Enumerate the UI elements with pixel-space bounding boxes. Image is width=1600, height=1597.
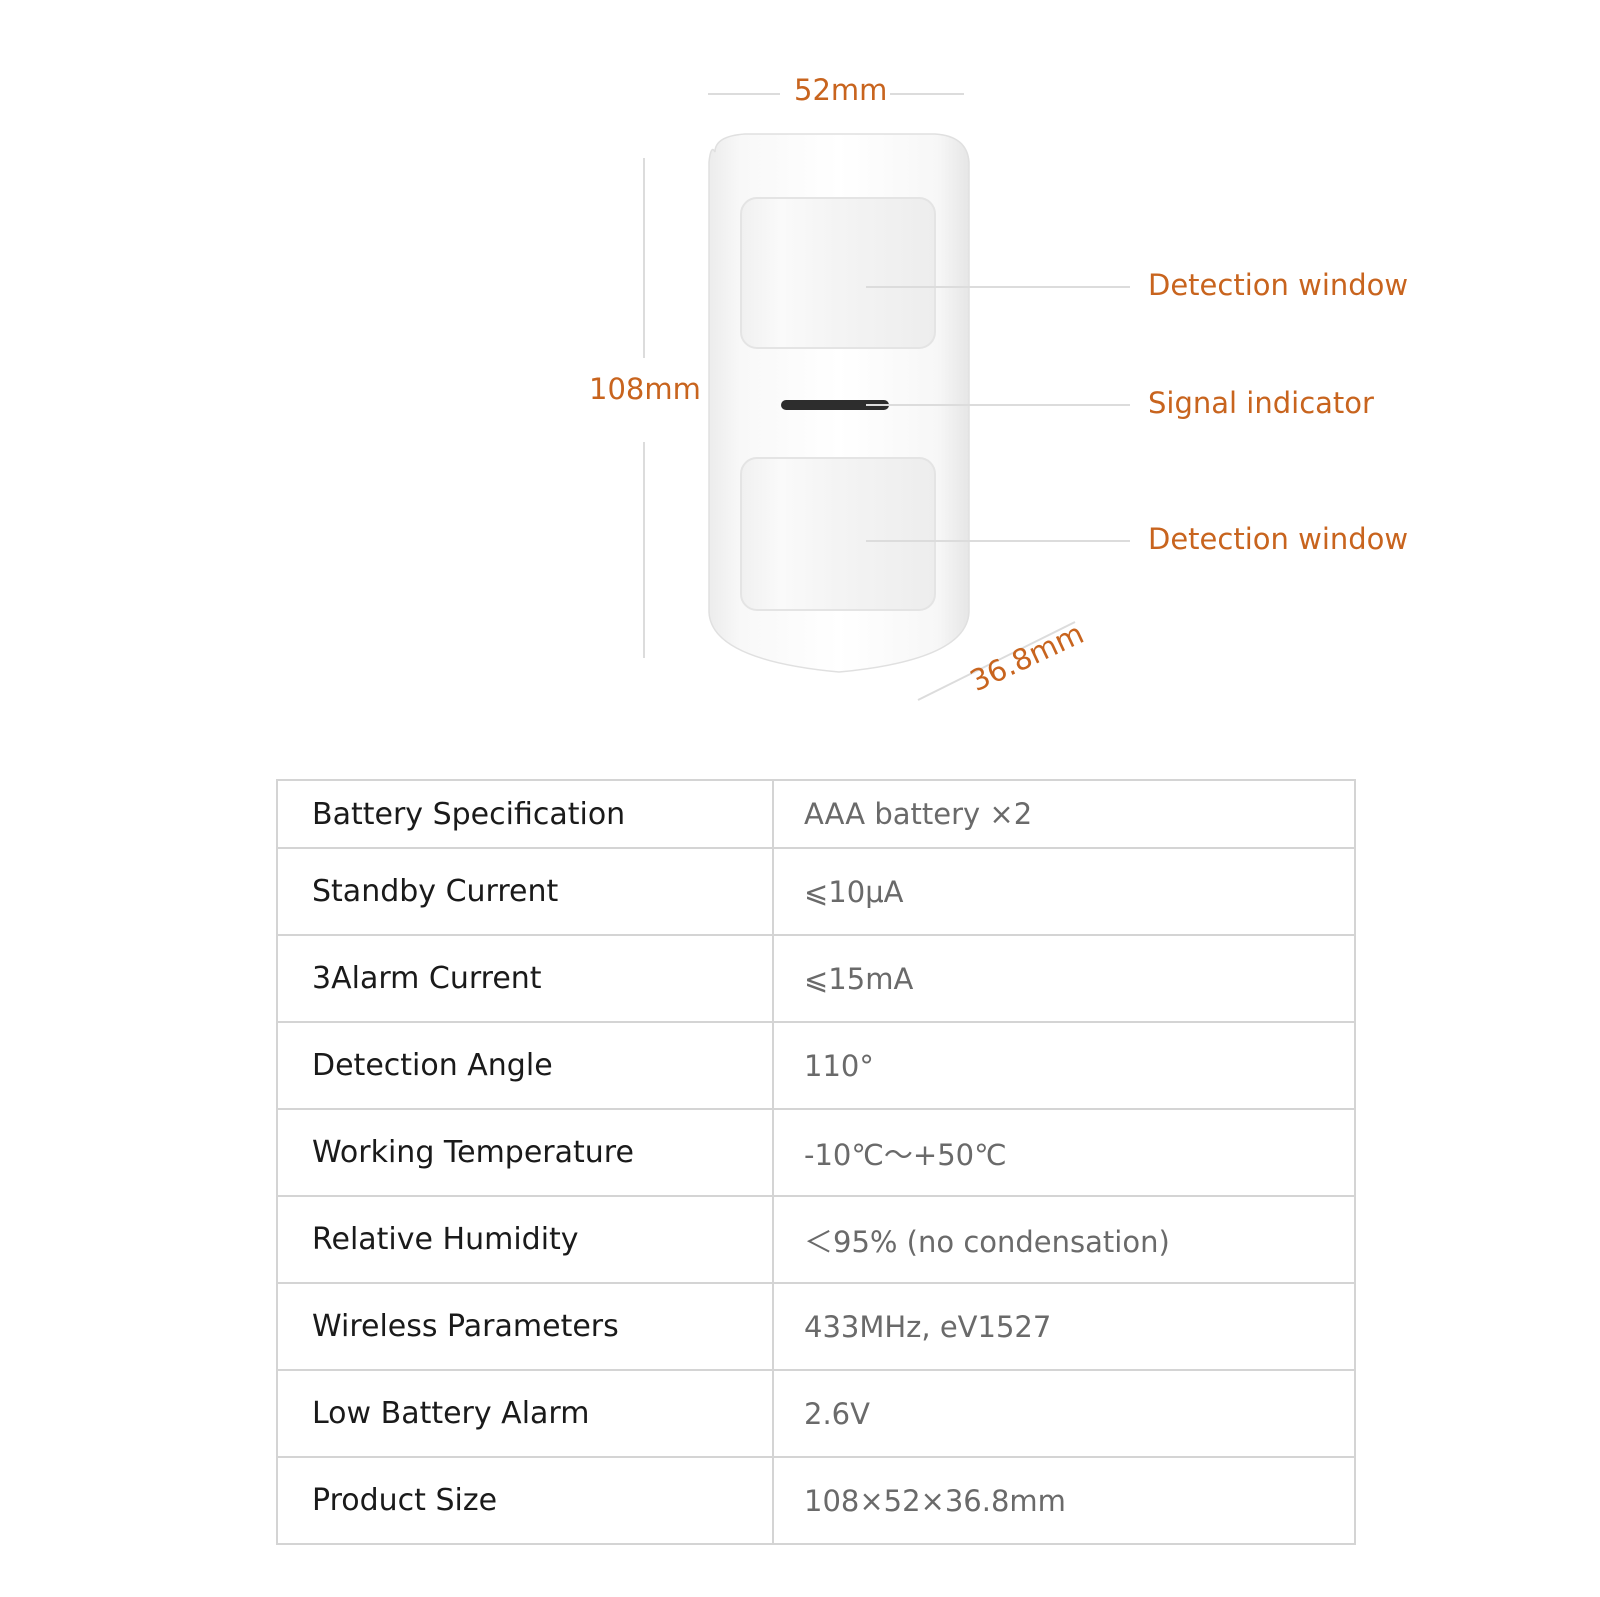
width-dimension-label: 52mm (794, 73, 888, 107)
spec-label: Product Size (276, 1456, 774, 1545)
table-row: Standby Current ⩽10μA (276, 847, 1356, 936)
width-guide-left (708, 93, 780, 95)
depth-guide-line (917, 621, 1076, 701)
spec-label: Standby Current (276, 847, 774, 936)
height-guide-bottom (643, 442, 645, 658)
spec-value: ＜95% (no condensation) (772, 1195, 1356, 1284)
spec-label: Working Temperature (276, 1108, 774, 1197)
height-guide-top (643, 158, 645, 358)
callout-detection-window-top: Detection window (1148, 268, 1409, 302)
height-dimension-label: 108mm (589, 372, 701, 406)
spec-label: Detection Angle (276, 1021, 774, 1110)
spec-label: Relative Humidity (276, 1195, 774, 1284)
spec-label: Wireless Parameters (276, 1282, 774, 1371)
table-row: Detection Angle 110° (276, 1021, 1356, 1110)
spec-value: 108×52×36.8mm (772, 1456, 1356, 1545)
spec-label: 3Alarm Current (276, 934, 774, 1023)
spec-label: Low Battery Alarm (276, 1369, 774, 1458)
table-row: 3Alarm Current ⩽15mA (276, 934, 1356, 1023)
table-row: Low Battery Alarm 2.6V (276, 1369, 1356, 1458)
callout-line-bottom-window (866, 540, 1130, 542)
detection-window-bottom (740, 457, 936, 611)
table-row: Working Temperature -10℃～+50℃ (276, 1108, 1356, 1197)
product-diagram: 52mm 108mm 36.8mm (0, 0, 1600, 740)
spec-table: Battery Specification AAA battery ×2 Sta… (276, 779, 1356, 1545)
spec-label: Battery Specification (276, 779, 774, 849)
spec-value: AAA battery ×2 (772, 779, 1356, 849)
callout-detection-window-bottom: Detection window (1148, 522, 1409, 556)
spec-value: ⩽10μA (772, 847, 1356, 936)
table-row: Product Size 108×52×36.8mm (276, 1456, 1356, 1545)
spec-value: 2.6V (772, 1369, 1356, 1458)
table-row: Battery Specification AAA battery ×2 (276, 779, 1356, 849)
table-row: Wireless Parameters 433MHz, eV1527 (276, 1282, 1356, 1371)
callout-signal-indicator: Signal indicator (1148, 386, 1374, 420)
spec-value: 110° (772, 1021, 1356, 1110)
callout-line-top-window (866, 286, 1130, 288)
signal-indicator-led (781, 400, 889, 410)
spec-value: 433MHz, eV1527 (772, 1282, 1356, 1371)
spec-value: ⩽15mA (772, 934, 1356, 1023)
spec-value: -10℃～+50℃ (772, 1108, 1356, 1197)
callout-line-signal (866, 404, 1130, 406)
table-row: Relative Humidity ＜95% (no condensation) (276, 1195, 1356, 1284)
width-guide-right (890, 93, 964, 95)
detection-window-top (740, 197, 936, 349)
motion-sensor-device (708, 133, 970, 673)
